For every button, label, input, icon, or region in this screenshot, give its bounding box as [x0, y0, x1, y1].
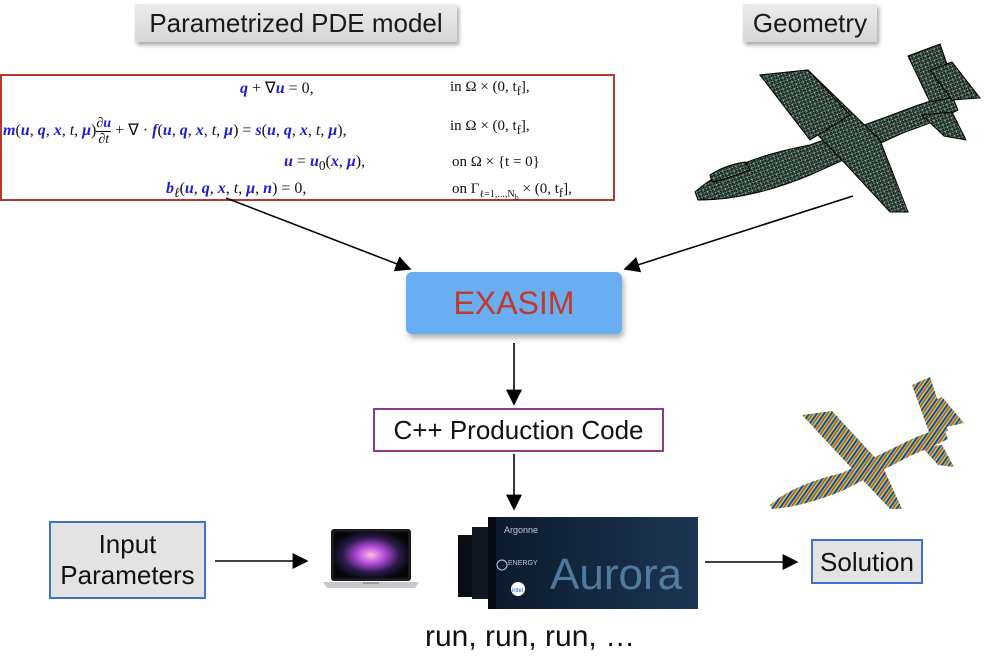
input-parameters-box: Input Parameters [49, 521, 206, 599]
input-label-line2: Parameters [60, 560, 195, 590]
equation-1-domain: in Ω × (0, tf], [450, 79, 530, 98]
aurora-supercomputer-image: Argonne Aurora ENERGY intel [458, 517, 698, 609]
input-label-line1: Input [98, 529, 157, 559]
equation-2-domain: in Ω × (0, tf], [450, 118, 530, 137]
laptop-icon [323, 529, 419, 588]
airplane-mesh-image [694, 43, 981, 213]
run-caption: run, run, run, … [425, 620, 636, 653]
solution-box: Solution [811, 539, 923, 584]
aurora-logo-text: Aurora [550, 550, 683, 599]
geometry-label: Geometry [743, 4, 877, 42]
equation-4-domain: on Γℓ=1,...,Nb × (0, tf], [452, 181, 572, 202]
equation-3: u = u0(x, μ), [284, 153, 366, 174]
exasim-box: EXASIM [406, 272, 622, 334]
solution-airplane-image [770, 377, 964, 509]
pde-model-label: Parametrized PDE model [135, 4, 457, 42]
arrow-pde-to-exasim [225, 197, 412, 272]
equation-4: bℓ(u, q, x, t, μ, n) = 0, [166, 180, 307, 201]
cpp-production-code-box: C++ Production Code [373, 408, 664, 452]
pde-equations-box: q + ∇u = 0, in Ω × (0, tf], m(u, q, x, t… [0, 74, 615, 202]
equation-2: m(u, q, x, t, μ)∂u∂t + ∇ · f(u, q, x, t,… [3, 116, 347, 147]
argonne-logo-text: Argonne [504, 525, 538, 535]
arrow-geometry-to-exasim [623, 195, 854, 273]
equation-1: q + ∇u = 0, [240, 80, 314, 97]
equation-3-domain: on Ω × {t = 0} [452, 154, 540, 170]
energy-logo-text: ENERGY [508, 560, 538, 567]
intel-logo-text: intel [512, 588, 523, 594]
